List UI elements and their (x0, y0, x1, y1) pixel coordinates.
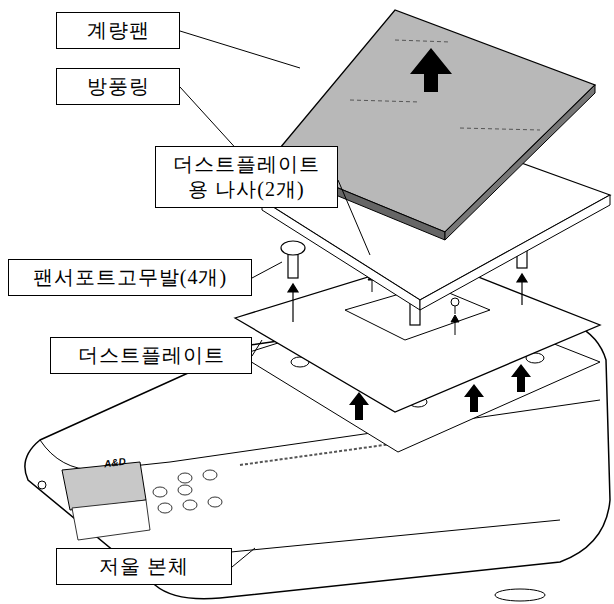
body-edge (40, 440, 170, 470)
label-box: 더스트플레이트용 나사(2개) (155, 146, 338, 208)
part-name: 저울 본체 (67, 554, 221, 579)
display-window (72, 500, 150, 540)
foot (495, 589, 545, 601)
part-name: 방풍링 (67, 74, 169, 99)
part-name: 더스트플레이트용 나사(2개) (166, 152, 327, 202)
label-box: 계량팬 (56, 12, 180, 49)
pan-arrow (410, 48, 452, 92)
pan-side (445, 85, 595, 240)
label-box: 방풍링 (56, 68, 180, 105)
part-name: 더스트플레이트 (61, 343, 241, 368)
label-box: 저울 본체 (56, 548, 232, 585)
label-box: 더스트플레이트 (50, 337, 252, 374)
lift-arrows (349, 364, 531, 420)
level-indicator (38, 481, 46, 489)
pan-dashes (350, 40, 540, 130)
leader-lines (180, 31, 370, 567)
part-name: 계량팬 (67, 18, 169, 43)
buttons (153, 470, 222, 513)
part-name: 팬서포트고무발(4개) (19, 265, 241, 290)
label-box: 팬서포트고무발(4개) (8, 259, 252, 296)
